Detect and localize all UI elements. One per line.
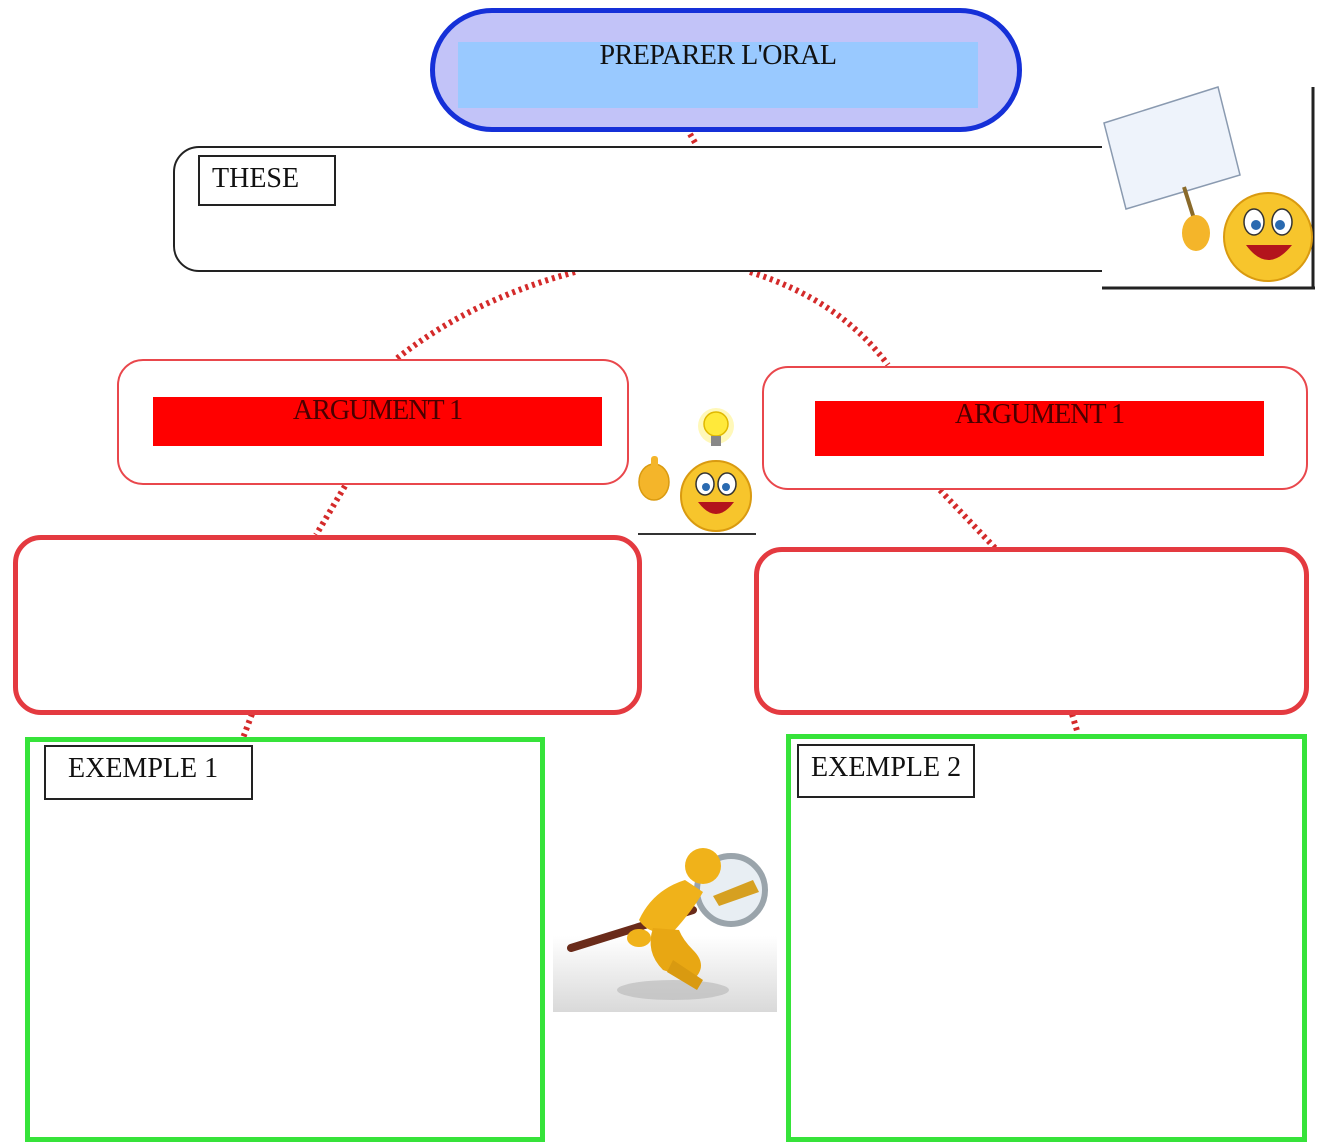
page-title: PREPARER L'ORAL bbox=[599, 40, 837, 71]
connector-argument-left-box bbox=[313, 484, 348, 537]
argument-right-detail-box[interactable] bbox=[754, 547, 1309, 715]
connector-these-argument-left bbox=[393, 269, 576, 363]
example-right-label: EXEMPLE 2 bbox=[797, 744, 975, 798]
example-right-box[interactable] bbox=[786, 734, 1307, 1142]
argument-right-bar bbox=[815, 401, 1264, 456]
connector-box-right-example bbox=[1069, 713, 1081, 735]
magnifier-figure-icon bbox=[553, 840, 777, 1012]
connector-these-argument-right bbox=[749, 269, 891, 367]
argument-left-detail-box[interactable] bbox=[13, 535, 642, 715]
connector-argument-right-box bbox=[937, 487, 998, 551]
connector-box-left-example bbox=[240, 712, 255, 740]
argument-right-label: ARGUMENT 1 bbox=[954, 399, 1125, 430]
smiley-with-sign-icon bbox=[1100, 85, 1316, 291]
these-label: THESE bbox=[198, 155, 336, 206]
title-highlight bbox=[458, 42, 978, 108]
idea-smiley-icon bbox=[634, 402, 758, 538]
connector-title-these bbox=[687, 132, 700, 148]
argument-left-label: ARGUMENT 1 bbox=[292, 395, 463, 426]
example-left-box[interactable] bbox=[25, 737, 545, 1142]
argument-left-bar bbox=[153, 397, 602, 446]
example-left-label: EXEMPLE 1 bbox=[44, 745, 253, 800]
